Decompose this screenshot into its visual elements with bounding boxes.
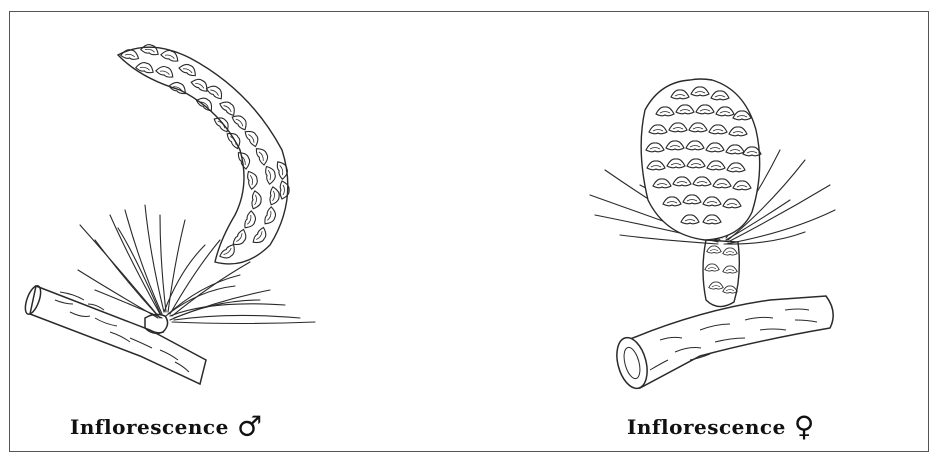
male-inflorescence-illustration [22, 43, 315, 384]
female-cone [641, 79, 761, 240]
female-stalk [703, 240, 739, 307]
female-inflorescence-illustration [590, 79, 835, 392]
male-catkin [118, 43, 289, 264]
male-caption-text: Inflorescence [70, 415, 229, 439]
male-inflorescence-caption: Inflorescence ♂ [70, 410, 262, 443]
female-symbol-icon: ♀ [794, 410, 815, 443]
male-symbol-icon: ♂ [237, 410, 263, 443]
female-caption-text: Inflorescence [627, 415, 786, 439]
female-branch [612, 296, 833, 392]
female-inflorescence-caption: Inflorescence ♀ [627, 410, 815, 443]
